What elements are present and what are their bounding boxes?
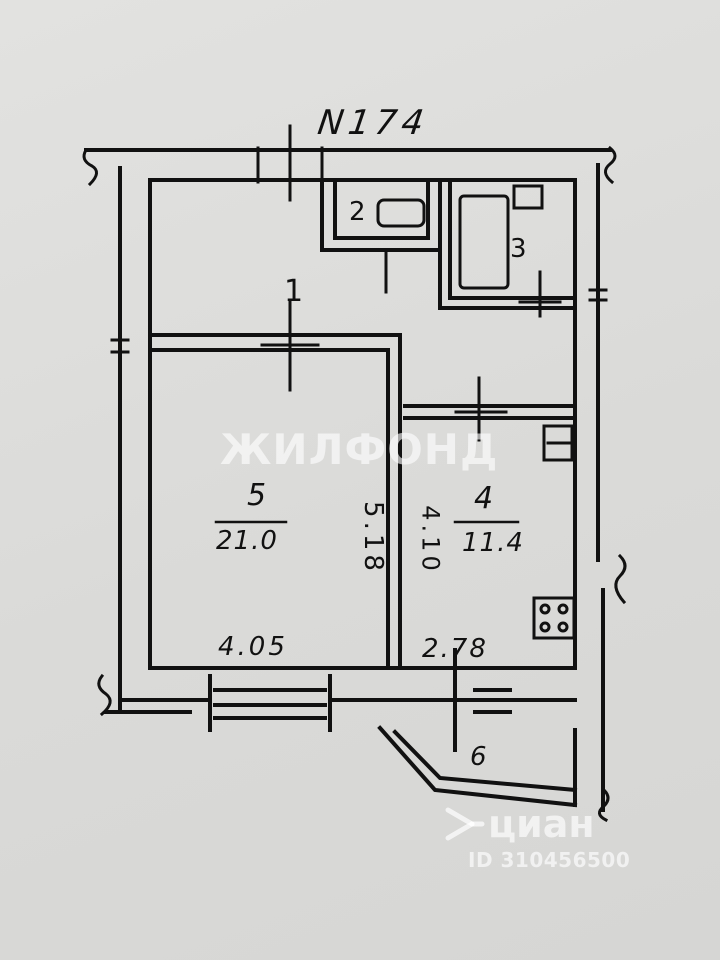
- room-1-number: 1: [284, 274, 304, 309]
- outer-walls: [84, 148, 612, 812]
- listing-id: ID 310456500: [468, 848, 631, 872]
- portal-logo-icon: [445, 807, 485, 841]
- door-marks: [260, 248, 562, 442]
- room-3-number: 3: [510, 234, 527, 264]
- kitchen-stove: [532, 596, 576, 640]
- room-4-width-dimension: 2.78: [422, 634, 488, 664]
- room-5-area: 21.0: [216, 526, 278, 556]
- portal-watermark: циан ID 310456500: [442, 800, 662, 880]
- room-5-width-dimension: 4.05: [218, 632, 288, 662]
- plan-title: N174: [315, 103, 432, 143]
- room-2-number: 2: [349, 197, 366, 227]
- room-4-number: 4: [474, 481, 494, 516]
- portal-name: циан: [488, 802, 595, 846]
- toilet: [376, 198, 426, 228]
- room-5-length-dimension: 5.18: [357, 501, 388, 575]
- agency-watermark: ЖИЛФОНД: [220, 425, 499, 474]
- room-4-length-dimension: 4.10: [416, 505, 445, 575]
- kitchen-sink: [542, 424, 574, 462]
- interior-walls: [148, 178, 577, 670]
- bathtub: [458, 194, 510, 290]
- room-5-number: 5: [247, 478, 267, 513]
- room-6-number: 6: [470, 742, 487, 772]
- windows: [110, 124, 608, 354]
- wall-break-marks: [82, 145, 627, 823]
- balcony: [208, 648, 578, 808]
- room-4-area: 11.4: [462, 528, 524, 558]
- sink: [512, 184, 544, 210]
